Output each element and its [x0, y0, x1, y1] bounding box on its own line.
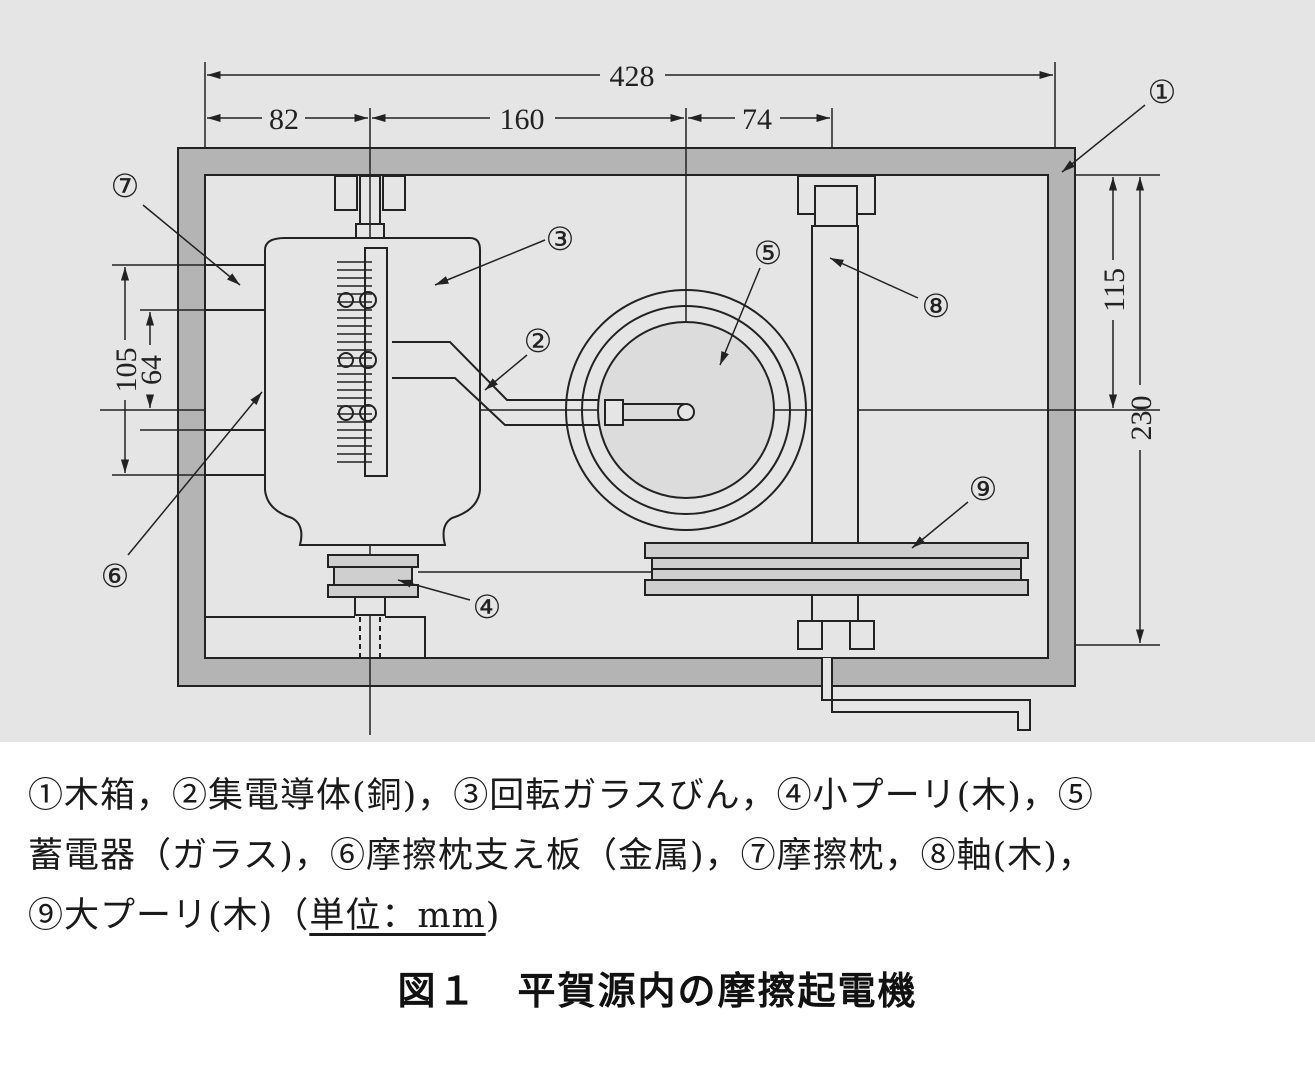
- dim-160: 160: [500, 103, 545, 136]
- dim-428: 428: [610, 60, 655, 93]
- marker-8: ⑧: [922, 288, 951, 324]
- marker-3: ③: [546, 221, 575, 257]
- figure-title: 図１ 平賀源内の摩擦起電機: [397, 969, 918, 1013]
- marker-6: ⑥: [101, 558, 130, 594]
- dim-105: 105: [110, 348, 143, 393]
- dim-230: 230: [1125, 396, 1158, 441]
- capacitor-jar: [565, 289, 807, 531]
- dimension-lines: [120, 70, 1145, 643]
- large-pulley: [644, 542, 1029, 596]
- dim-74: 74: [742, 103, 772, 136]
- marker-4: ④: [473, 589, 502, 625]
- dim-82: 82: [269, 103, 299, 136]
- caption-line-2: 蓄電器（ガラス)，⑥摩擦枕支え板（金属)，⑦摩擦枕，⑧軸(木)，: [28, 836, 1094, 876]
- small-pulley: [205, 554, 652, 658]
- electrostatic-generator-diagram: 428 82 160 74 115 230 105 64 ① ② ③ ④ ⑤ ⑥…: [0, 0, 1315, 742]
- marker-5: ⑤: [754, 235, 783, 271]
- leader-arrows: [127, 104, 1146, 601]
- marker-7: ⑦: [111, 168, 140, 204]
- wooden-axle: [797, 175, 1031, 731]
- collector-conductor: [392, 341, 605, 426]
- wooden-box-frame: [177, 147, 1076, 687]
- caption-line-1: ①木箱，②集電導体(銅)，③回転ガラスびん，④小プーリ(木)，⑤: [28, 776, 1094, 816]
- caption-line-3: ⑨大プーリ(木)（単位：mm): [28, 887, 500, 938]
- unit-label: 単位：mm: [309, 896, 486, 936]
- marker-1: ①: [1148, 74, 1177, 110]
- dim-64: 64: [135, 355, 168, 385]
- marker-2: ②: [524, 323, 553, 359]
- marker-9: ⑨: [969, 471, 998, 507]
- dim-115: 115: [1098, 268, 1131, 312]
- caption-line-3-end: ): [485, 896, 501, 936]
- collector-comb: [337, 247, 388, 477]
- caption-line-3-text: ⑨大プーリ(木)（: [28, 896, 310, 936]
